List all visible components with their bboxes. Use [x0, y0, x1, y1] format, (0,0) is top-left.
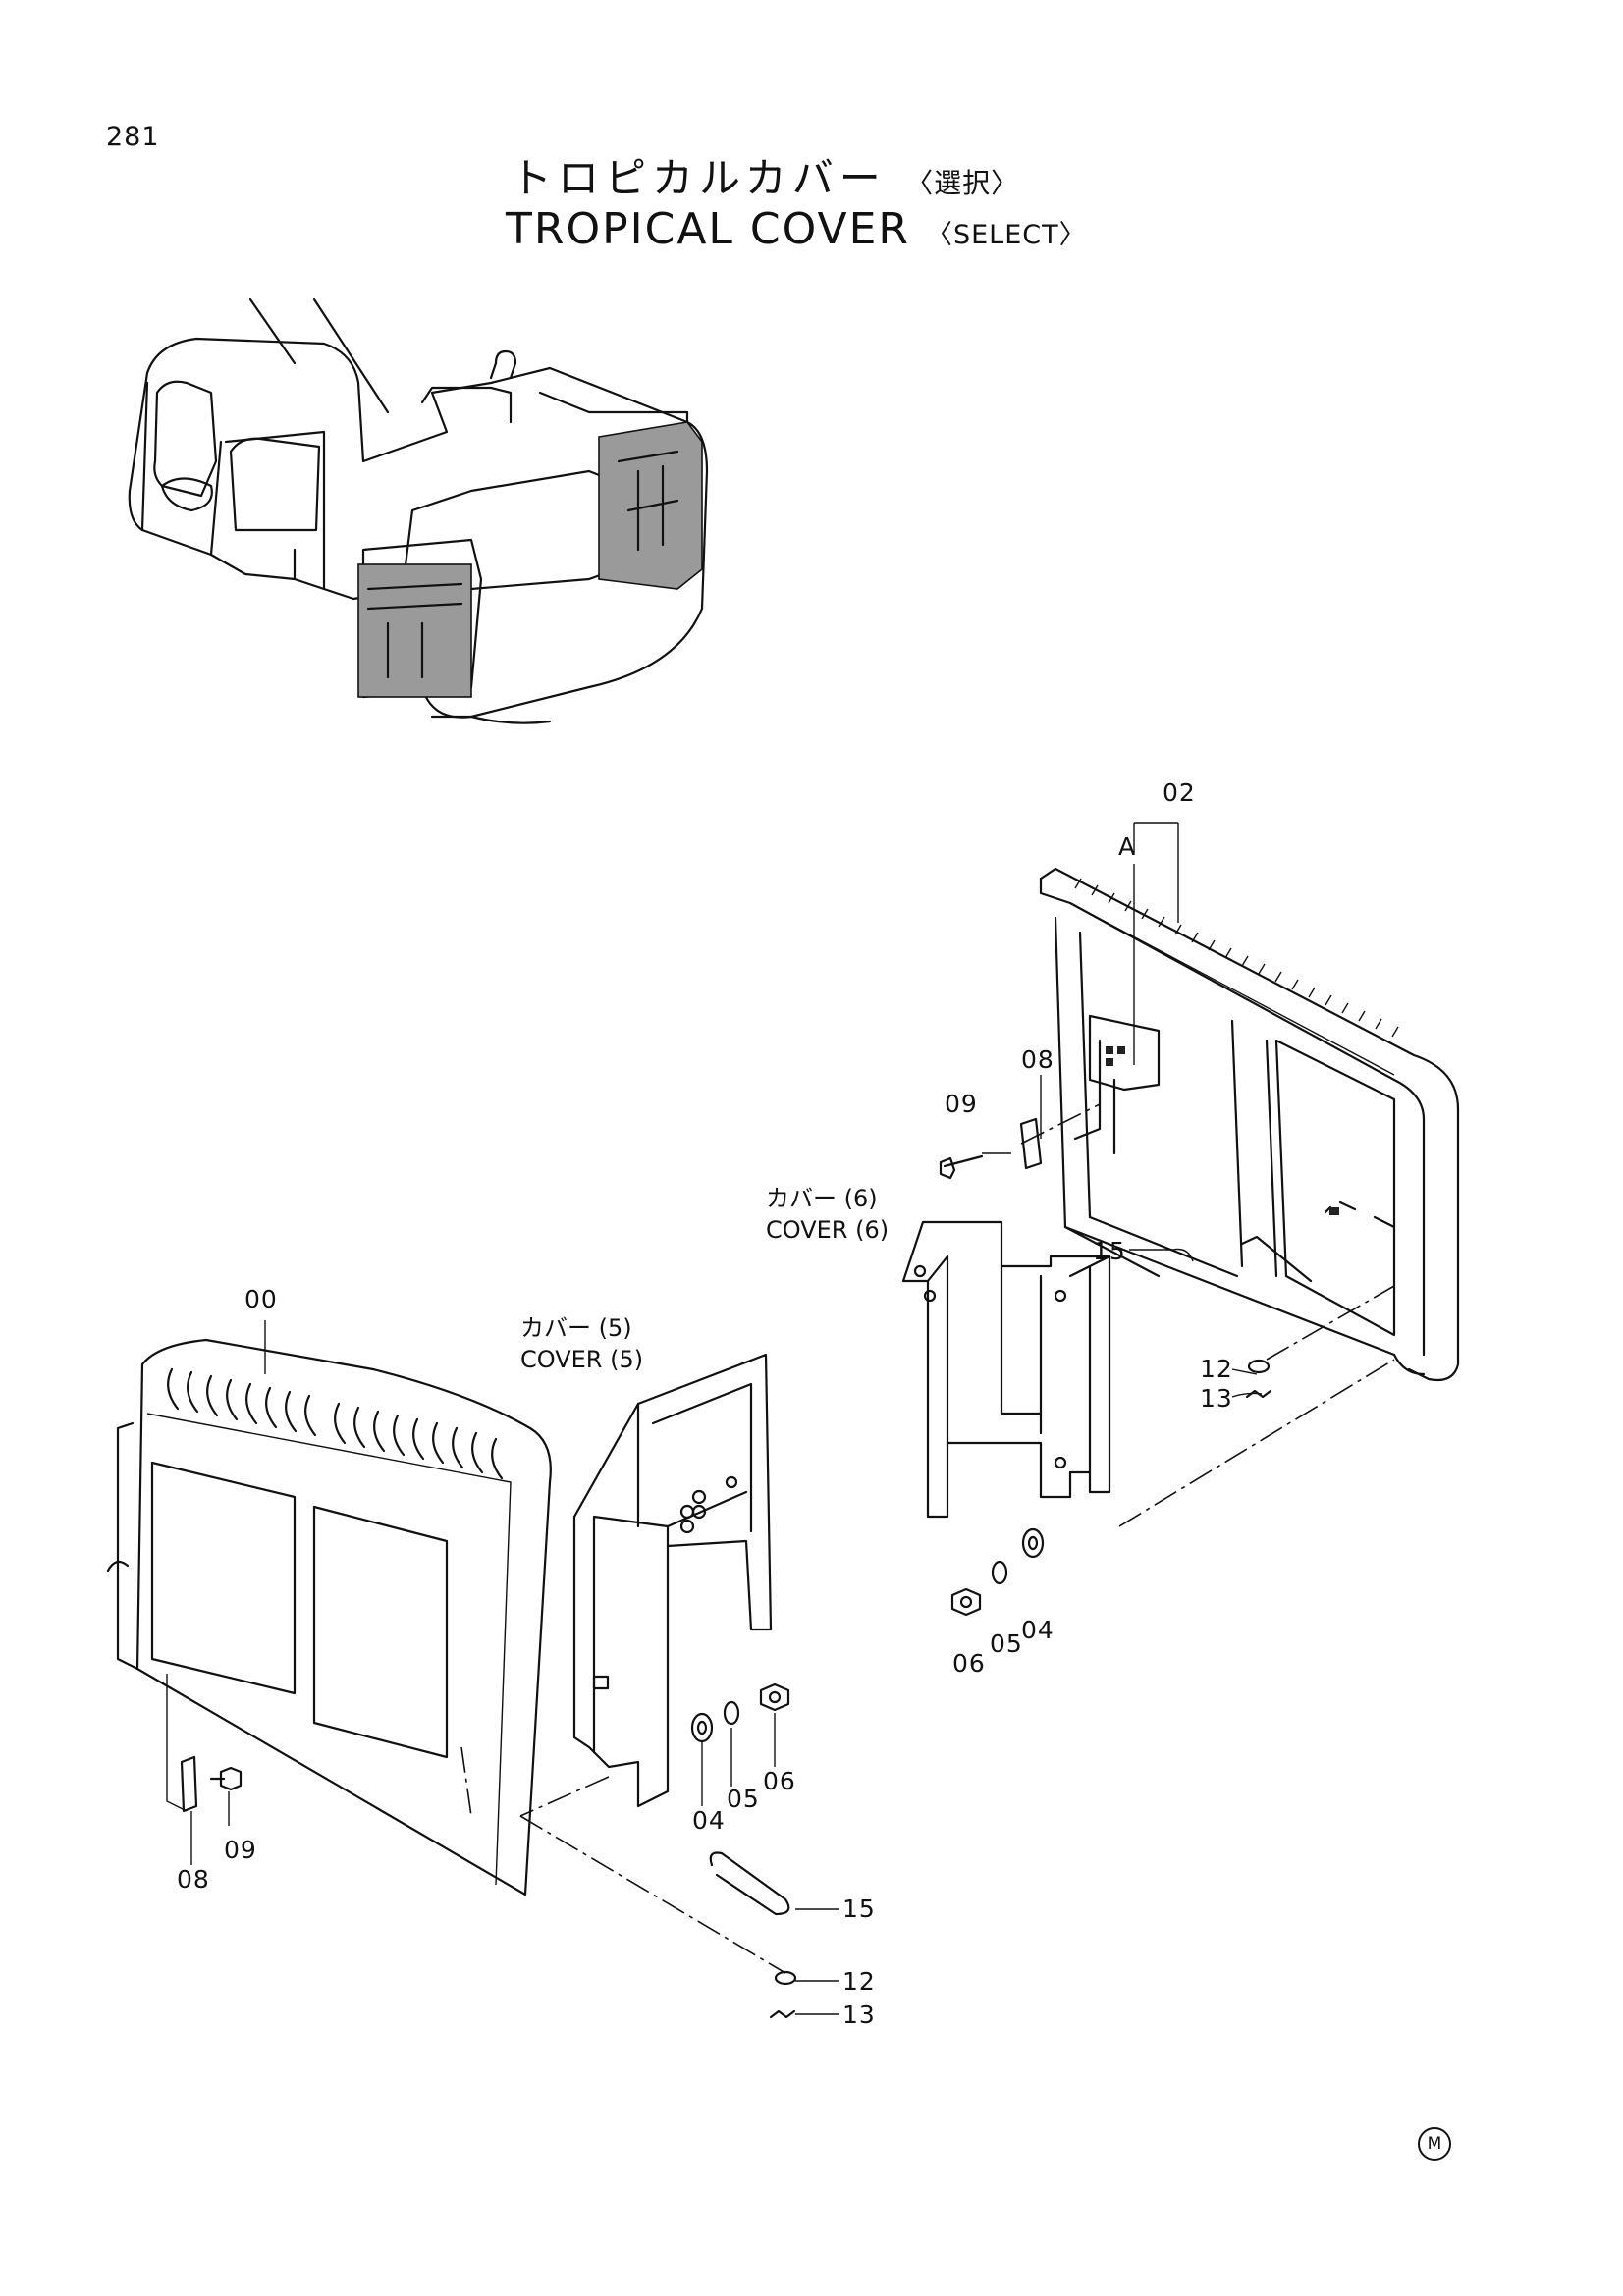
callout-02: 02 — [1163, 778, 1196, 807]
callout-06-left: 06 — [763, 1767, 796, 1795]
cover-5-frame-drawing — [572, 1353, 773, 1808]
callout-04-right: 04 — [1021, 1616, 1055, 1644]
cover-6-frame-drawing — [901, 1220, 1111, 1519]
left-hardware-drawing — [180, 1682, 797, 2019]
right-hardware-drawing — [939, 1117, 1313, 1617]
cover-02-louvers — [1074, 878, 1399, 1038]
cover-02-drawing — [1039, 867, 1460, 1382]
title-en-text: TROPICAL COVER — [506, 204, 910, 254]
callout-A: A — [1118, 832, 1137, 861]
cover-5-label-jp: カバー (5) — [520, 1314, 632, 1342]
callout-08-left: 08 — [177, 1865, 210, 1894]
callout-05-left: 05 — [727, 1785, 760, 1813]
callout-08-right: 08 — [1021, 1045, 1055, 1074]
page-number: 281 — [106, 122, 160, 152]
cover-6-label-jp: カバー (6) — [766, 1185, 878, 1212]
callout-09-right: 09 — [945, 1090, 978, 1118]
callout-06-right: 06 — [952, 1649, 986, 1678]
title-english: TROPICAL COVER 〈SELECT〉 — [506, 204, 1087, 254]
cover-00-louvers — [167, 1367, 504, 1480]
callout-05-right: 05 — [990, 1629, 1023, 1658]
cover-5-label-en: COVER (5) — [520, 1346, 644, 1373]
excavator-overview-drawing — [128, 297, 709, 724]
title-en-suffix: 〈SELECT〉 — [925, 220, 1087, 250]
callout-15-right: 15 — [1093, 1237, 1126, 1265]
callout-13-left: 13 — [842, 2001, 876, 2029]
cover-5-label: カバー (5) COVER (5) — [520, 1312, 643, 1375]
cover-00-drawing — [106, 1338, 552, 1896]
callout-13-right: 13 — [1200, 1384, 1233, 1413]
title-jp-suffix: 〈選択〉 — [905, 167, 1020, 199]
callout-15-left: 15 — [842, 1895, 876, 1923]
callout-00: 00 — [244, 1285, 278, 1313]
title-jp-text: トロピカルカバー — [511, 154, 887, 202]
callout-12-left: 12 — [842, 1967, 876, 1996]
title-japanese: トロピカルカバー 〈選択〉 — [511, 145, 1019, 205]
callout-04-left: 04 — [692, 1806, 726, 1835]
cover-6-label: カバー (6) COVER (6) — [766, 1183, 889, 1246]
callout-09-left: 09 — [224, 1836, 257, 1864]
corner-mark: M — [1418, 2127, 1451, 2161]
callout-12-right: 12 — [1200, 1355, 1233, 1383]
cover-6-label-en: COVER (6) — [766, 1216, 890, 1244]
